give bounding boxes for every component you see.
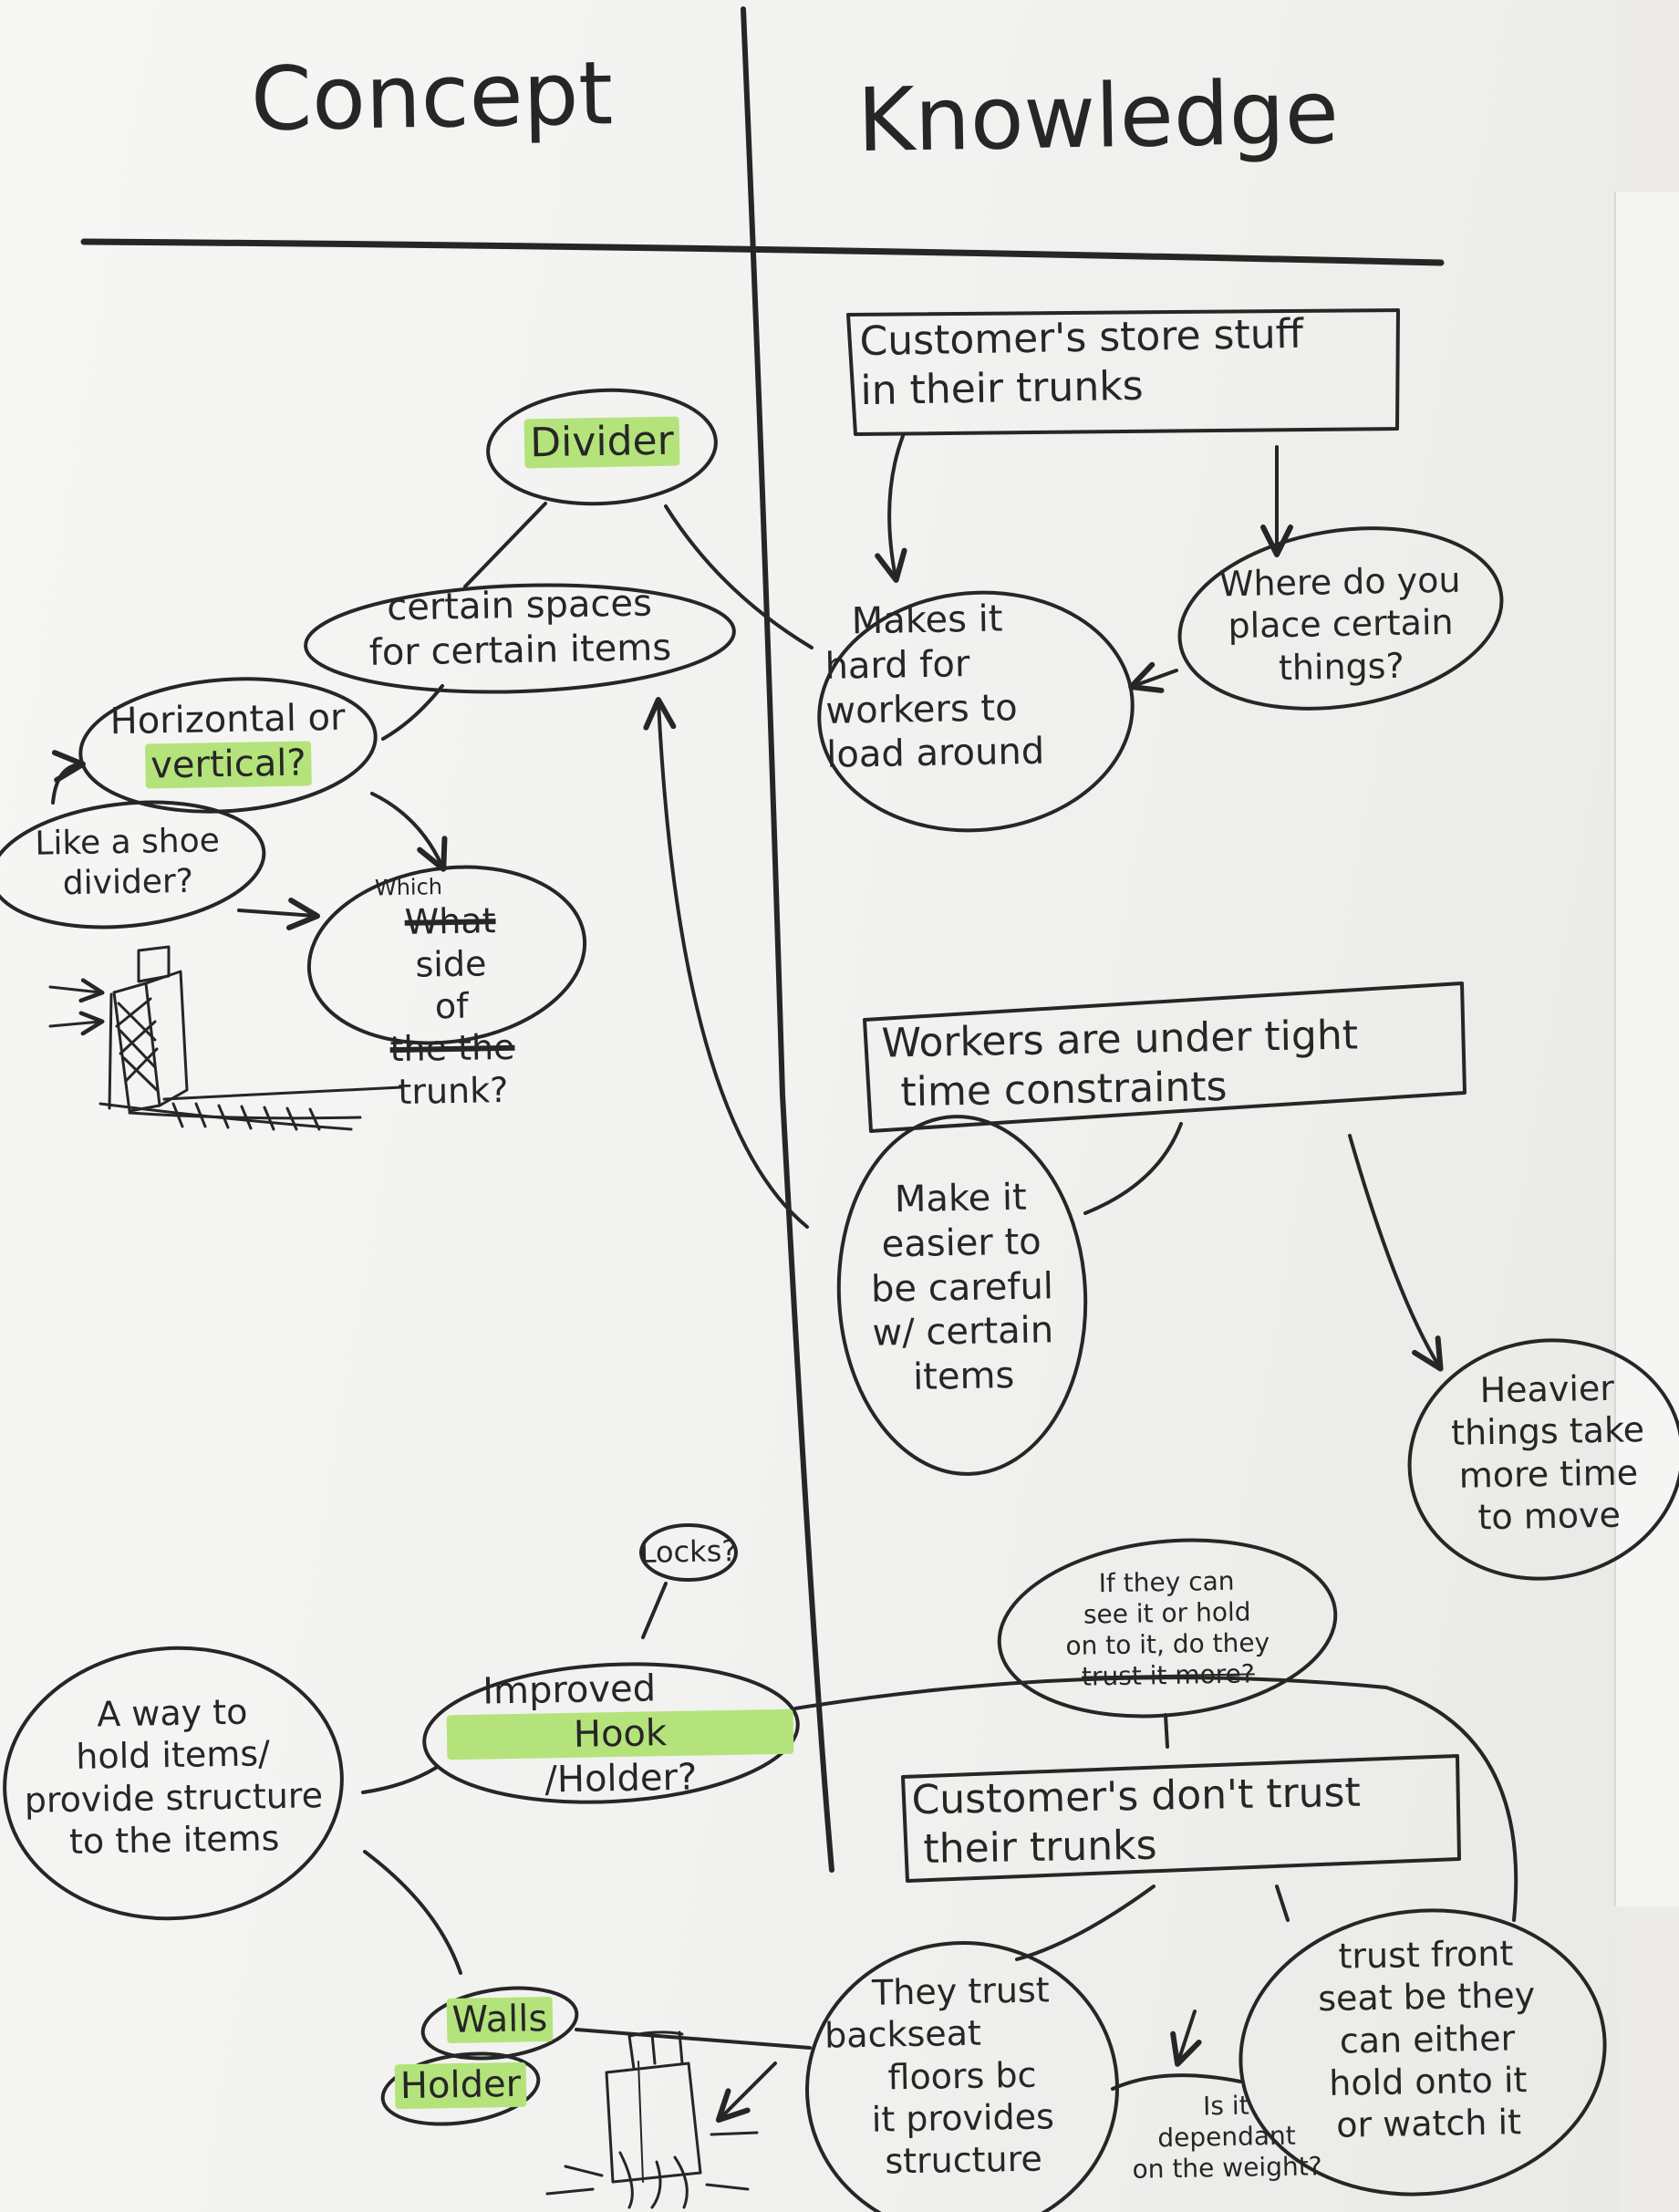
trustbox-to-front-line (1275, 1885, 1290, 1922)
divider-label: Divider (497, 416, 708, 469)
trust-backseat-label: They trust backseat floors bc it provide… (824, 1969, 1055, 2182)
horizontal-header-line (80, 238, 1445, 266)
timebox-to-heavier-arrow (1348, 1134, 1444, 1372)
where-place-label: Where do you place certain things? (1218, 559, 1461, 688)
paper-edge (1614, 192, 1679, 1906)
seehold-to-trustbox-line (1164, 1713, 1169, 1749)
see-hold-bubble (997, 1538, 1338, 1719)
trustbox-to-backseat-line (1015, 1885, 1156, 1961)
shoe-divider-sketch (48, 945, 403, 1131)
walls-label: Walls (436, 1996, 565, 2043)
way-to-improved-line (361, 1766, 438, 1794)
shoe-divider-label: Like a shoe divider? (35, 822, 221, 903)
trust-front-bubble (1239, 1908, 1607, 2196)
where-to-hardload-arrow (1128, 661, 1178, 693)
improved-hook-bubble (422, 1662, 800, 1804)
trust-backseat-bubble (805, 1940, 1119, 2212)
way-to-walls-line (363, 1850, 462, 1975)
shoe-to-which-arrow (237, 898, 320, 931)
time-constraints-label: Workers are under tight time constraints (881, 1012, 1359, 1116)
dependant-weight-label: Is it dependant on the weight? (1132, 2090, 1322, 2186)
locks-bubble (639, 1523, 738, 1582)
dependant-down-arrow (1170, 2009, 1202, 2067)
horizontal-to-which-arrow (370, 792, 448, 872)
store-stuff-box (846, 308, 1400, 436)
knowledge-header: Knowledge (856, 60, 1340, 172)
heavier-label: Heavier things take more time to move (1450, 1367, 1645, 1538)
certain-spaces-label: certain spaces for certain items (368, 582, 672, 674)
holder-bubble (380, 2051, 541, 2126)
holder-sketch-arrow (715, 2061, 777, 2124)
dependant-bracket-line (1111, 2073, 1242, 2091)
which-side-label: Which What side of the the trunk? (374, 874, 515, 1112)
hard-to-load-label: Makes it hard for workers to load around (824, 597, 1045, 777)
walls-to-backseat-line (575, 2028, 812, 2050)
easier-to-certain-arrow (643, 697, 809, 1229)
easier-careful-label: Make it easier to be careful w/ certain … (870, 1176, 1054, 1399)
shoe-to-horizontal-arrow (51, 750, 86, 805)
divider-to-certain-line (463, 502, 547, 588)
vertical-divider-line (741, 6, 834, 1873)
divider-to-hardload-line (664, 504, 814, 649)
certain-to-horizontal-line (381, 684, 444, 741)
hard-to-load-bubble (817, 590, 1135, 833)
easier-careful-bubble (836, 1115, 1088, 1476)
time-constraints-box (863, 981, 1467, 1133)
improved-to-locks-line (641, 1582, 668, 1639)
store-stuff-label: Customer's store stuff in their trunks (859, 310, 1304, 414)
dont-trust-box (901, 1754, 1461, 1883)
heavier-bubble (1407, 1338, 1679, 1581)
improved-hook-label: Improved Hook/Holder? (446, 1665, 794, 1804)
where-place-bubble (1177, 526, 1504, 711)
dont-trust-label: Customer's don't trust their trunks (911, 1769, 1362, 1873)
concept-header: Concept (250, 42, 614, 151)
certain-spaces-bubble (304, 583, 736, 694)
holder-sketch (545, 2030, 759, 2209)
see-hold-label: If they can see it or hold on to it, do … (1065, 1565, 1270, 1693)
holder-label: Holder (392, 2061, 530, 2110)
divider-bubble (486, 388, 718, 506)
improved-to-trustfront-line (793, 1676, 1518, 1922)
paper-sheet (0, 0, 1619, 2212)
shoe-divider-bubble (0, 800, 266, 929)
way-to-hold-label: A way to hold items/ provide structure t… (24, 1691, 324, 1863)
locks-label: Locks? (639, 1533, 738, 1570)
way-to-hold-bubble (3, 1646, 344, 1921)
horizontal-vertical-label: Horizontal or vertical? (109, 696, 346, 789)
timebox-to-easier-line (1083, 1122, 1183, 1215)
store-to-hardload-arrow (875, 434, 907, 583)
